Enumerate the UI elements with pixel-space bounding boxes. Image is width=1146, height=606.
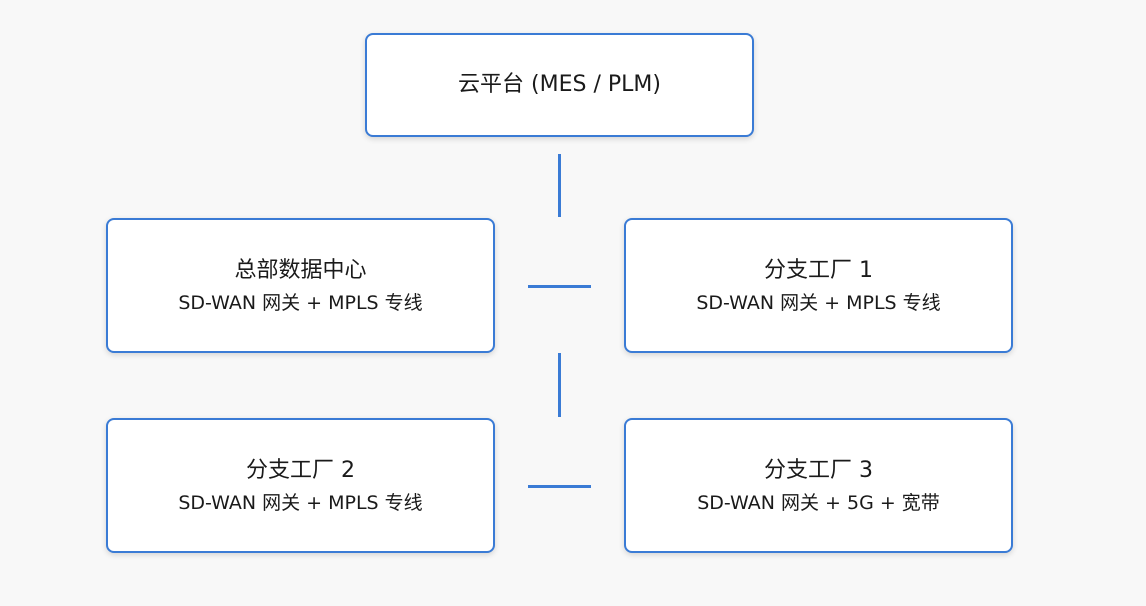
branch-factory-1-subtitle: SD-WAN 网关 + MPLS 专线 bbox=[696, 291, 941, 314]
branch-factory-1-node: 分支工厂 1 SD-WAN 网关 + MPLS 专线 bbox=[624, 218, 1013, 353]
branch-factory-2-subtitle: SD-WAN 网关 + MPLS 专线 bbox=[178, 491, 423, 514]
hq-datacenter-subtitle: SD-WAN 网关 + MPLS 专线 bbox=[178, 291, 423, 314]
branch-factory-3-subtitle: SD-WAN 网关 + 5G + 宽带 bbox=[697, 491, 940, 514]
branch-factory-3-node: 分支工厂 3 SD-WAN 网关 + 5G + 宽带 bbox=[624, 418, 1013, 553]
connector-hq-to-branch2 bbox=[558, 353, 561, 417]
branch-factory-3-title: 分支工厂 3 bbox=[764, 457, 873, 483]
branch-factory-2-title: 分支工厂 2 bbox=[246, 457, 355, 483]
connector-cloud-to-hq bbox=[558, 154, 561, 217]
connector-branch2-to-branch3 bbox=[528, 485, 591, 488]
hq-datacenter-title: 总部数据中心 bbox=[234, 257, 367, 283]
branch-factory-2-node: 分支工厂 2 SD-WAN 网关 + MPLS 专线 bbox=[106, 418, 495, 553]
cloud-platform-title: 云平台 (MES / PLM) bbox=[458, 72, 661, 97]
hq-datacenter-node: 总部数据中心 SD-WAN 网关 + MPLS 专线 bbox=[106, 218, 495, 353]
cloud-platform-node: 云平台 (MES / PLM) bbox=[365, 33, 754, 137]
branch-factory-1-title: 分支工厂 1 bbox=[764, 257, 873, 283]
connector-hq-to-branch1 bbox=[528, 285, 591, 288]
